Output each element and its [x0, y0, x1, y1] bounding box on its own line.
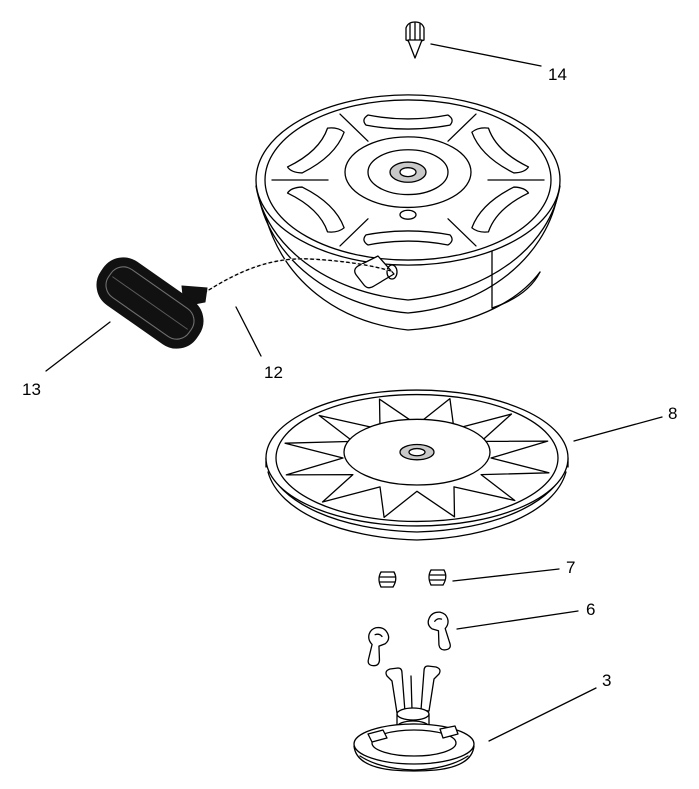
- drive-screw: [405, 21, 425, 59]
- callout-14: 14: [548, 65, 567, 84]
- leader-14: [430, 43, 542, 67]
- rope-knot-hole: [400, 210, 416, 219]
- retainer-base: [353, 723, 475, 772]
- callout-8: 8: [668, 404, 677, 423]
- callout-7: 7: [566, 558, 575, 577]
- leader-7: [452, 568, 560, 582]
- retainer-prong-left: [385, 667, 406, 714]
- pawl-right: [427, 611, 451, 651]
- leader-13: [45, 321, 111, 372]
- pawl-spring-left: [378, 571, 397, 588]
- pawl-springs: [378, 569, 447, 588]
- rope-outlet: [354, 255, 398, 289]
- housing-skirt: [255, 185, 561, 331]
- pawl-spring-right: [428, 569, 447, 586]
- leader-12: [235, 306, 262, 357]
- starter-pawls: [367, 611, 451, 667]
- vent-slots: [285, 115, 530, 245]
- housing-top-face: [256, 95, 560, 265]
- leader-8: [573, 416, 663, 442]
- base-tab-left: [367, 729, 388, 743]
- pawl-left: [367, 626, 390, 667]
- callout-labels: 14 13 12 8 7 6 3: [22, 65, 677, 690]
- leader-3: [488, 687, 597, 742]
- starter-rope: [203, 258, 392, 294]
- callout-6: 6: [586, 600, 595, 619]
- base-tab-right: [439, 725, 459, 739]
- housing-hub: [345, 137, 471, 208]
- pulley-face: [266, 390, 568, 526]
- callout-3: 3: [602, 671, 611, 690]
- retainer-assembly: [353, 665, 475, 772]
- pulley-disc: [344, 419, 490, 485]
- leader-6: [456, 610, 579, 630]
- leader-lines: [45, 43, 663, 742]
- recoil-housing: [255, 95, 561, 331]
- callout-12: 12: [264, 363, 283, 382]
- callout-13: 13: [22, 380, 41, 399]
- retainer-prong-right: [420, 665, 441, 712]
- pulley: [265, 390, 569, 541]
- housing-spokes: [272, 114, 544, 246]
- starter-handle: [96, 257, 208, 349]
